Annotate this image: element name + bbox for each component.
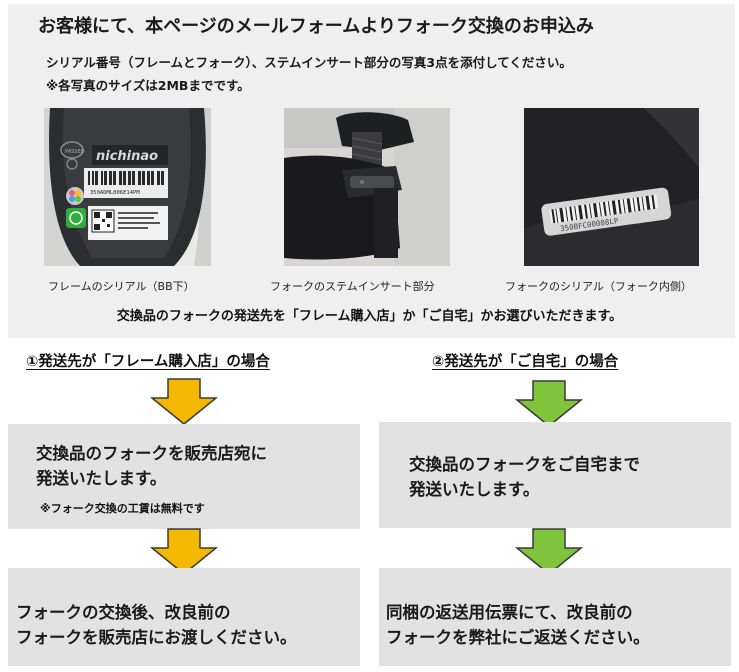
route-home-step2-line2: フォークを弊社にご返送ください。: [386, 628, 650, 647]
route-shop-arrow-1-icon: [150, 378, 218, 425]
route-home-step1-line1: 交換品のフォークをご自宅まで: [409, 455, 640, 474]
route-home-step1-box: [379, 422, 731, 528]
route-shop-step2-line1: フォークの交換後、改良前の: [16, 603, 231, 622]
route-home-step2-box: [379, 568, 731, 666]
size-limit-note: ※各写真のサイズは2MBまでです。: [46, 78, 250, 93]
shipping-choice-text: 交換品のフォークの発送先を「フレーム購入店」か「ご自宅」かお選びいただきます。: [116, 309, 623, 324]
stem-insert-photo: [284, 108, 450, 266]
route-home-arrow-2-icon: [515, 528, 583, 575]
frame-serial-text: 350ADML006E14PM: [90, 190, 140, 196]
frame-serial-photo: PASSED nichinao 350ADML006E14PM: [44, 108, 211, 266]
route-home-arrow-1-icon: [515, 380, 583, 427]
route-shop-step1-line1: 交換品のフォークを販売店宛に: [36, 444, 267, 463]
route-home-step2-line1: 同梱の返送用伝票にて、改良前の: [386, 603, 633, 622]
frame-serial-caption: フレームのシリアル（BB下）: [48, 280, 195, 293]
headline: お客様にて、本ページのメールフォームよりフォーク交換のお申込み: [38, 16, 594, 37]
route-shop-step2-line2: フォークを販売店にお渡しください。: [16, 628, 297, 647]
brand-logo-text: nichinao: [96, 149, 158, 164]
route-shop-step1-line2: 発送いたします。: [36, 469, 167, 488]
route-shop-arrow-2-icon: [150, 528, 218, 575]
fork-serial-caption: フォークのシリアル（フォーク内側）: [505, 280, 692, 293]
fork-serial-photo: 350BFC00008LP: [524, 108, 699, 266]
stem-insert-caption: フォークのステムインサート部分: [270, 280, 435, 293]
photo-instruction: シリアル番号（フレームとフォーク）、ステムインサート部分の写真3点を添付してくだ…: [46, 55, 572, 70]
svg-text:PASSED: PASSED: [65, 149, 85, 155]
route-home-step1-line2: 発送いたします。: [409, 480, 540, 499]
route-shop-title: ①発送先が「フレーム購入店」の場合: [26, 354, 270, 370]
route-shop-step1-box: [8, 424, 360, 529]
route-home-title: ②発送先が「ご自宅」の場合: [432, 354, 619, 370]
route-shop-step2-box: [8, 568, 360, 666]
free-labor-note: ※フォーク交換の工賃は無料です: [40, 502, 205, 515]
